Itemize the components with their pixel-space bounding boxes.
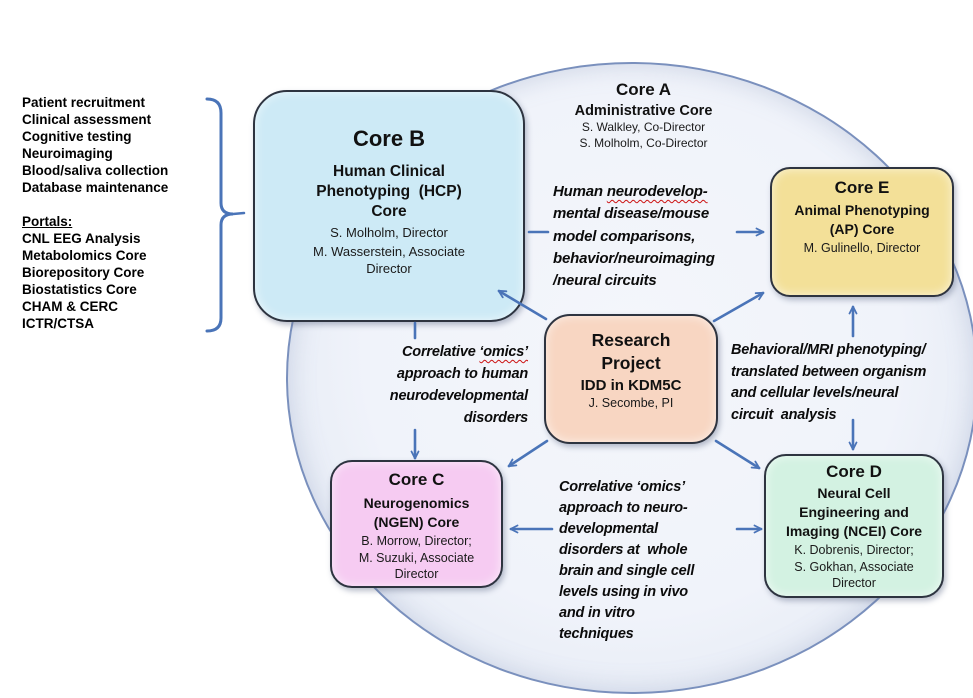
annotation-line: brain and single cell xyxy=(559,563,695,579)
core-e-name: (AP) Core xyxy=(829,221,895,237)
annotation-line: and in vitro xyxy=(559,605,635,621)
core-c-staff: B. Morrow, Director; xyxy=(361,534,472,548)
project-staff: J. Secombe, PI xyxy=(588,396,674,410)
core-b-staff: S. Molholm, Director xyxy=(330,225,448,240)
annotation-line: and cellular levels/neural xyxy=(731,385,899,401)
list-item: CNL EEG Analysis xyxy=(22,231,141,246)
core-c-name: Neurogenomics xyxy=(363,495,470,511)
core-d-name: Imaging (NCEI) Core xyxy=(785,523,923,539)
core-c-staff: M. Suzuki, Associate Director xyxy=(358,551,475,581)
list-item: Metabolomics Core xyxy=(22,248,147,263)
annotation-core-b-to-c: Correlative ‘omics’ approach to human ne… xyxy=(356,341,528,429)
annotation-line: behavior/neuroimaging xyxy=(553,249,715,267)
annotation-line: Behavioral/MRI phenotyping/ xyxy=(731,342,926,358)
core-b-staff: M. Wasserstein, Associate Director xyxy=(313,244,465,276)
annotation-line: disorders at whole xyxy=(559,542,688,558)
project-title: Project xyxy=(601,353,661,373)
grouping-brace xyxy=(205,97,246,333)
core-b-name: Core xyxy=(371,203,407,220)
list-item: Biorepository Core xyxy=(22,265,145,280)
annotation-core-b-to-e: Human neurodevelop- mental disease/mouse… xyxy=(553,181,768,292)
annotation-text: Human xyxy=(553,183,607,200)
core-b-name: Human Clinical xyxy=(333,163,445,180)
annotation-line: disorders xyxy=(463,410,528,426)
core-b-title: Core B xyxy=(352,126,426,151)
core-c-title: Core C xyxy=(388,470,445,489)
list-item: CHAM & CERC xyxy=(22,299,118,314)
annotation-line: techniques xyxy=(559,626,634,642)
annotation-line: levels using in vivo xyxy=(559,584,688,600)
annotation-line: /neural circuits xyxy=(553,272,657,290)
core-b-name: Phenotyping (HCP) xyxy=(316,183,462,200)
annotation-line: neurodevelopmental xyxy=(389,388,528,404)
portals-heading: Portals: xyxy=(22,214,73,229)
core-d-staff: K. Dobrenis, Director; xyxy=(794,543,914,557)
list-item: ICTR/CTSA xyxy=(22,316,94,331)
annotation-text: Correlative xyxy=(402,344,480,360)
annotation-line: mental disease/mouse xyxy=(553,205,710,223)
list-item: Blood/saliva collection xyxy=(22,163,169,178)
hcp-capabilities-list: Patient recruitment Clinical assessment … xyxy=(22,94,202,332)
annotation-line: Human neurodevelop- xyxy=(553,181,768,203)
core-d-box: Core D Neural Cell Engineering and Imagi… xyxy=(764,454,944,598)
annotation-core-c-to-d: Correlative ‘omics’ approach to neuro- d… xyxy=(559,477,767,645)
annotation-line: Correlative ‘omics’ xyxy=(559,479,685,495)
list-item: Biostatistics Core xyxy=(22,282,137,297)
list-item: Clinical assessment xyxy=(22,112,152,127)
annotation-line: approach to human xyxy=(396,366,528,382)
core-e-title: Core E xyxy=(834,178,890,197)
core-d-title: Core D xyxy=(826,462,882,481)
core-c-name: (NGEN) Core xyxy=(373,514,460,530)
core-e-staff: M. Gulinello, Director xyxy=(803,241,921,255)
core-c-box: Core C Neurogenomics (NGEN) Core B. Morr… xyxy=(330,460,503,588)
annotation-line: model comparisons, xyxy=(553,227,696,245)
annotation-line: developmental xyxy=(559,521,658,537)
core-d-staff: S. Gokhan, Associate Director xyxy=(794,560,914,590)
core-a-name: Administrative Core xyxy=(574,103,713,119)
core-d-name: Neural Cell xyxy=(817,485,891,501)
spellcheck-squiggle-text: neurodevelop- xyxy=(606,183,708,200)
list-spacer xyxy=(22,196,202,213)
core-a-block: Core A Administrative Core S. Walkley, C… xyxy=(536,80,751,151)
list-item: Cognitive testing xyxy=(22,129,132,144)
core-a-staff: S. Molholm, Co-Director xyxy=(579,136,708,150)
core-d-name: Engineering and xyxy=(799,504,909,520)
list-item: Neuroimaging xyxy=(22,146,113,161)
core-a-staff: S. Walkley, Co-Director xyxy=(581,120,706,134)
list-item: Patient recruitment xyxy=(22,95,146,110)
core-e-box: Core E Animal Phenotyping (AP) Core M. G… xyxy=(770,167,954,297)
core-e-name: Animal Phenotyping xyxy=(794,202,930,218)
annotation-core-e-to-d: Behavioral/MRI phenotyping/ translated b… xyxy=(731,340,973,426)
annotation-line: translated between organism xyxy=(731,363,927,380)
spellcheck-squiggle-text: ‘omics’ xyxy=(479,344,528,360)
research-project-box: Research Project IDD in KDM5C J. Secombe… xyxy=(544,314,718,444)
annotation-line: approach to neuro- xyxy=(559,500,688,516)
list-item: Database maintenance xyxy=(22,180,169,195)
annotation-line: circuit analysis xyxy=(731,406,837,423)
project-subtitle: IDD in KDM5C xyxy=(580,377,682,394)
project-title: Research xyxy=(591,330,671,350)
annotation-line: Correlative ‘omics’ xyxy=(356,341,528,363)
core-b-box: Core B Human Clinical Phenotyping (HCP) … xyxy=(253,90,525,322)
core-a-title: Core A xyxy=(615,80,672,99)
